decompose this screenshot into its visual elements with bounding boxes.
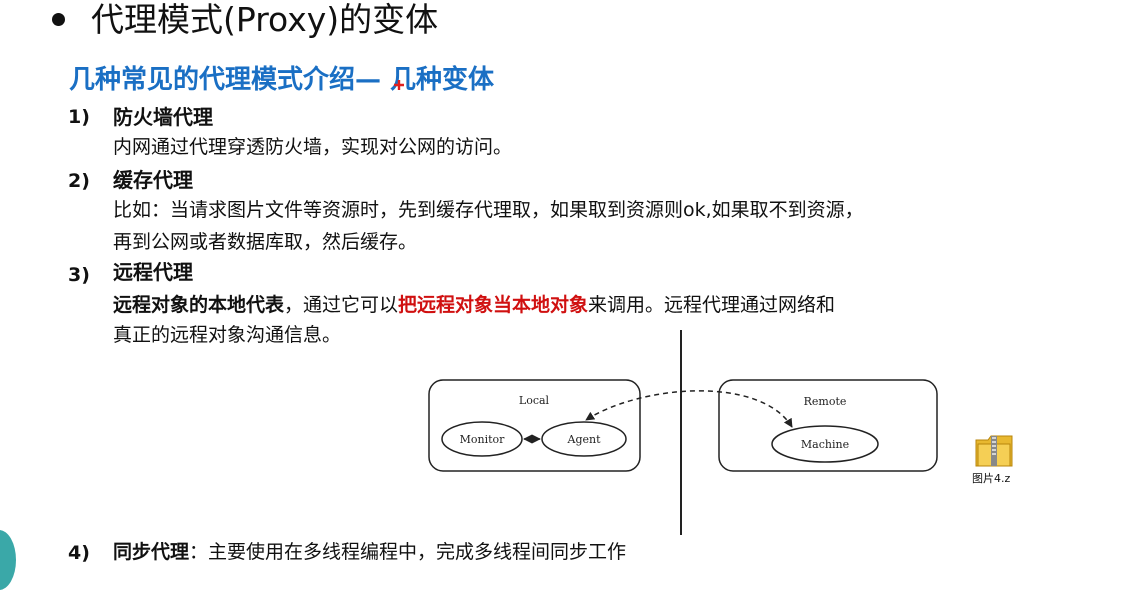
item-text-remote-line1: 远程对象的本地代表，通过它可以把远程对象当本地对象来调用。远程代理通过网络和 <box>113 291 835 319</box>
machine-label: Machine <box>801 438 849 451</box>
remote-label: Remote <box>804 395 847 408</box>
agent-node <box>541 421 627 457</box>
item-text: 内网通过代理穿透防火墙，实现对公网的访问。 <box>113 136 513 158</box>
item-sync-proxy: 同步代理：主要使用在多线程编程中，完成多线程间同步工作 <box>113 538 626 566</box>
agent-label: Agent <box>567 433 602 446</box>
local-label: Local <box>519 394 550 407</box>
item-heading-firewall-proxy: 防火墙代理 <box>113 105 213 129</box>
bold-phrase: 远程对象的本地代表 <box>113 294 285 316</box>
item-text: ：主要使用在多线程编程中，完成多线程间同步工作 <box>189 541 627 563</box>
plain-phrase: ，通过它可以 <box>284 294 399 316</box>
item-number: 1) <box>68 106 90 128</box>
folder-zip-icon[interactable] <box>974 432 1014 470</box>
item-text: 再到公网或者数据库取，然后缓存。 <box>113 231 418 253</box>
bullet-icon <box>52 13 65 26</box>
desktop-file-label[interactable]: 图片4.z <box>972 472 1011 485</box>
cursor-marker-icon <box>394 80 404 90</box>
slide-title: 代理模式(Proxy)的变体 <box>52 0 438 40</box>
monitor-node <box>441 421 523 457</box>
highlight-phrase: 把远程对象当本地对象 <box>398 294 589 316</box>
item-heading-remote-proxy: 远程代理 <box>113 260 193 284</box>
item-text: 真正的远程对象沟通信息。 <box>113 324 342 346</box>
slide-title-text: 代理模式(Proxy)的变体 <box>91 0 439 39</box>
item-number: 4) <box>68 542 90 564</box>
plain-phrase: 来调用。远程代理通过网络和 <box>588 294 836 316</box>
item-number: 2) <box>68 170 90 192</box>
monitor-label: Monitor <box>460 433 506 446</box>
machine-node <box>771 425 879 463</box>
vertical-divider <box>680 330 682 535</box>
item-text: 比如：当请求图片文件等资源时，先到缓存代理取，如果取到资源则ok,如果取不到资源… <box>113 199 864 221</box>
section-subtitle: 几种常见的代理模式介绍— 几种变体 <box>69 65 495 95</box>
item-heading-sync-proxy: 同步代理 <box>113 541 190 563</box>
item-heading-cache-proxy: 缓存代理 <box>113 168 193 192</box>
agent-machine-dashed-arrow <box>585 390 793 428</box>
remote-proxy-diagram: Local Remote Monitor Agent Machine <box>428 379 938 472</box>
item-number: 3) <box>68 264 90 286</box>
